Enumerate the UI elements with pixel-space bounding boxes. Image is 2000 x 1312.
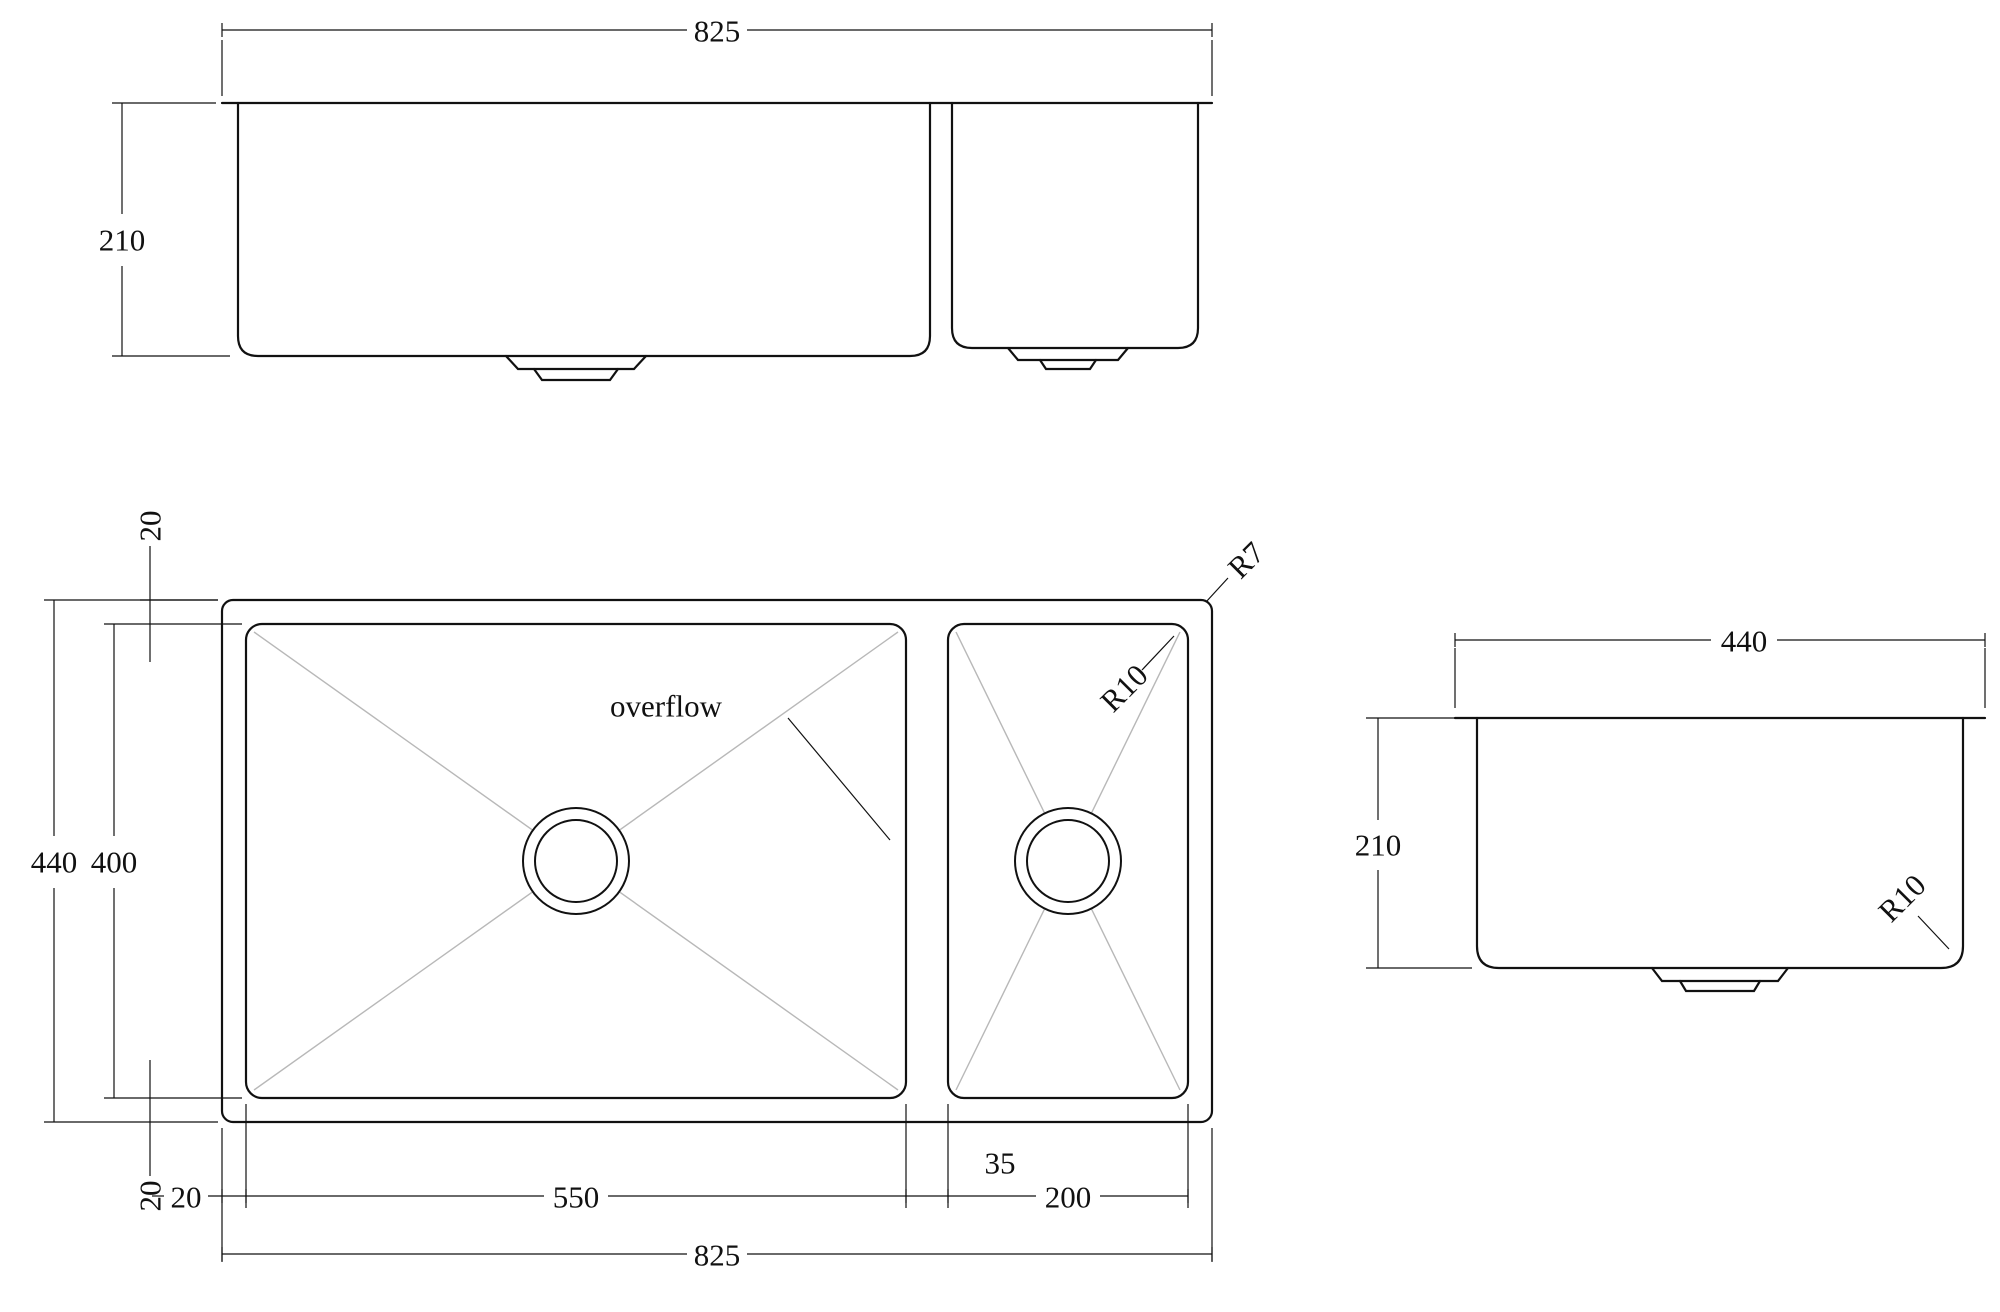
overflow-leader bbox=[787, 717, 891, 841]
plan-small-bowl bbox=[946, 622, 1190, 1100]
plan-small-drain bbox=[1014, 807, 1122, 915]
dim-label-bowl-depth: 400 bbox=[91, 845, 138, 880]
r7-label: R7 bbox=[1221, 535, 1271, 585]
dim-plan-rim-top: 20 bbox=[133, 511, 218, 662]
dim-plan-overall-depth: 440 bbox=[31, 599, 218, 1123]
dim-label-rim-left: 20 bbox=[171, 1180, 202, 1215]
dim-label-divider-width: 35 bbox=[985, 1146, 1016, 1181]
r10-side-label: R10 bbox=[1871, 867, 1932, 928]
dim-label-plan-width: 825 bbox=[694, 1238, 741, 1273]
dim-side-depth: 210 bbox=[1355, 717, 1472, 969]
side-view: 440 210 R10 bbox=[1355, 624, 1987, 993]
drain-flange bbox=[504, 354, 648, 371]
drain-flange bbox=[1650, 966, 1790, 983]
drain-outlet bbox=[532, 367, 620, 382]
radius-outer-annotation: R7 bbox=[1205, 535, 1271, 603]
front-view: 825 210 bbox=[99, 14, 1214, 382]
plan-main-drain bbox=[522, 807, 630, 915]
drain-flange bbox=[1006, 346, 1130, 362]
drain-inner-circle bbox=[1026, 819, 1110, 903]
r10-leader bbox=[1141, 635, 1175, 671]
drain-outlet bbox=[1678, 979, 1762, 993]
r10-side-leader bbox=[1917, 915, 1950, 950]
dim-front-overall-width: 825 bbox=[221, 14, 1213, 96]
dim-label-rim-top: 20 bbox=[133, 511, 168, 542]
side-drain bbox=[1650, 966, 1790, 993]
dim-front-depth: 210 bbox=[99, 102, 230, 357]
dim-label-side-width: 440 bbox=[1721, 624, 1768, 659]
dim-label-side-depth: 210 bbox=[1355, 828, 1402, 863]
front-small-bowl-outline bbox=[950, 101, 1200, 350]
dim-plan-overall-width: 825 bbox=[221, 1128, 1213, 1273]
dim-plan-rim-bottom: 20 bbox=[133, 1060, 168, 1212]
radius-side-annotation: R10 bbox=[1871, 867, 1950, 950]
overflow-label: overflow bbox=[610, 689, 723, 724]
dim-label-main-bowl-width: 550 bbox=[553, 1180, 600, 1215]
front-main-drain bbox=[504, 354, 648, 382]
side-bowl-outline bbox=[1475, 716, 1965, 970]
dim-side-width: 440 bbox=[1454, 624, 1986, 708]
drain-outlet bbox=[1038, 358, 1098, 371]
dim-label-front-depth: 210 bbox=[99, 223, 146, 258]
plan-view: overflow R7 R10 20 440 bbox=[31, 511, 1271, 1273]
dim-label-overall-depth: 440 bbox=[31, 845, 78, 880]
plan-outer-rim bbox=[220, 598, 1214, 1124]
dim-plan-bowl-depth: 400 bbox=[91, 623, 242, 1099]
r7-leader bbox=[1205, 577, 1229, 603]
overflow-annotation: overflow bbox=[610, 689, 891, 841]
dim-plan-chained-bottom: 20 550 35 200 bbox=[152, 1104, 1189, 1215]
radius-bowl-annotation: R10 bbox=[1093, 635, 1175, 719]
drain-inner-circle bbox=[534, 819, 618, 903]
dim-label-small-bowl-width: 200 bbox=[1045, 1180, 1092, 1215]
front-main-bowl-outline bbox=[236, 101, 932, 358]
dim-label-front-width: 825 bbox=[694, 14, 741, 49]
plan-main-bowl bbox=[244, 622, 908, 1100]
front-small-drain bbox=[1006, 346, 1130, 371]
